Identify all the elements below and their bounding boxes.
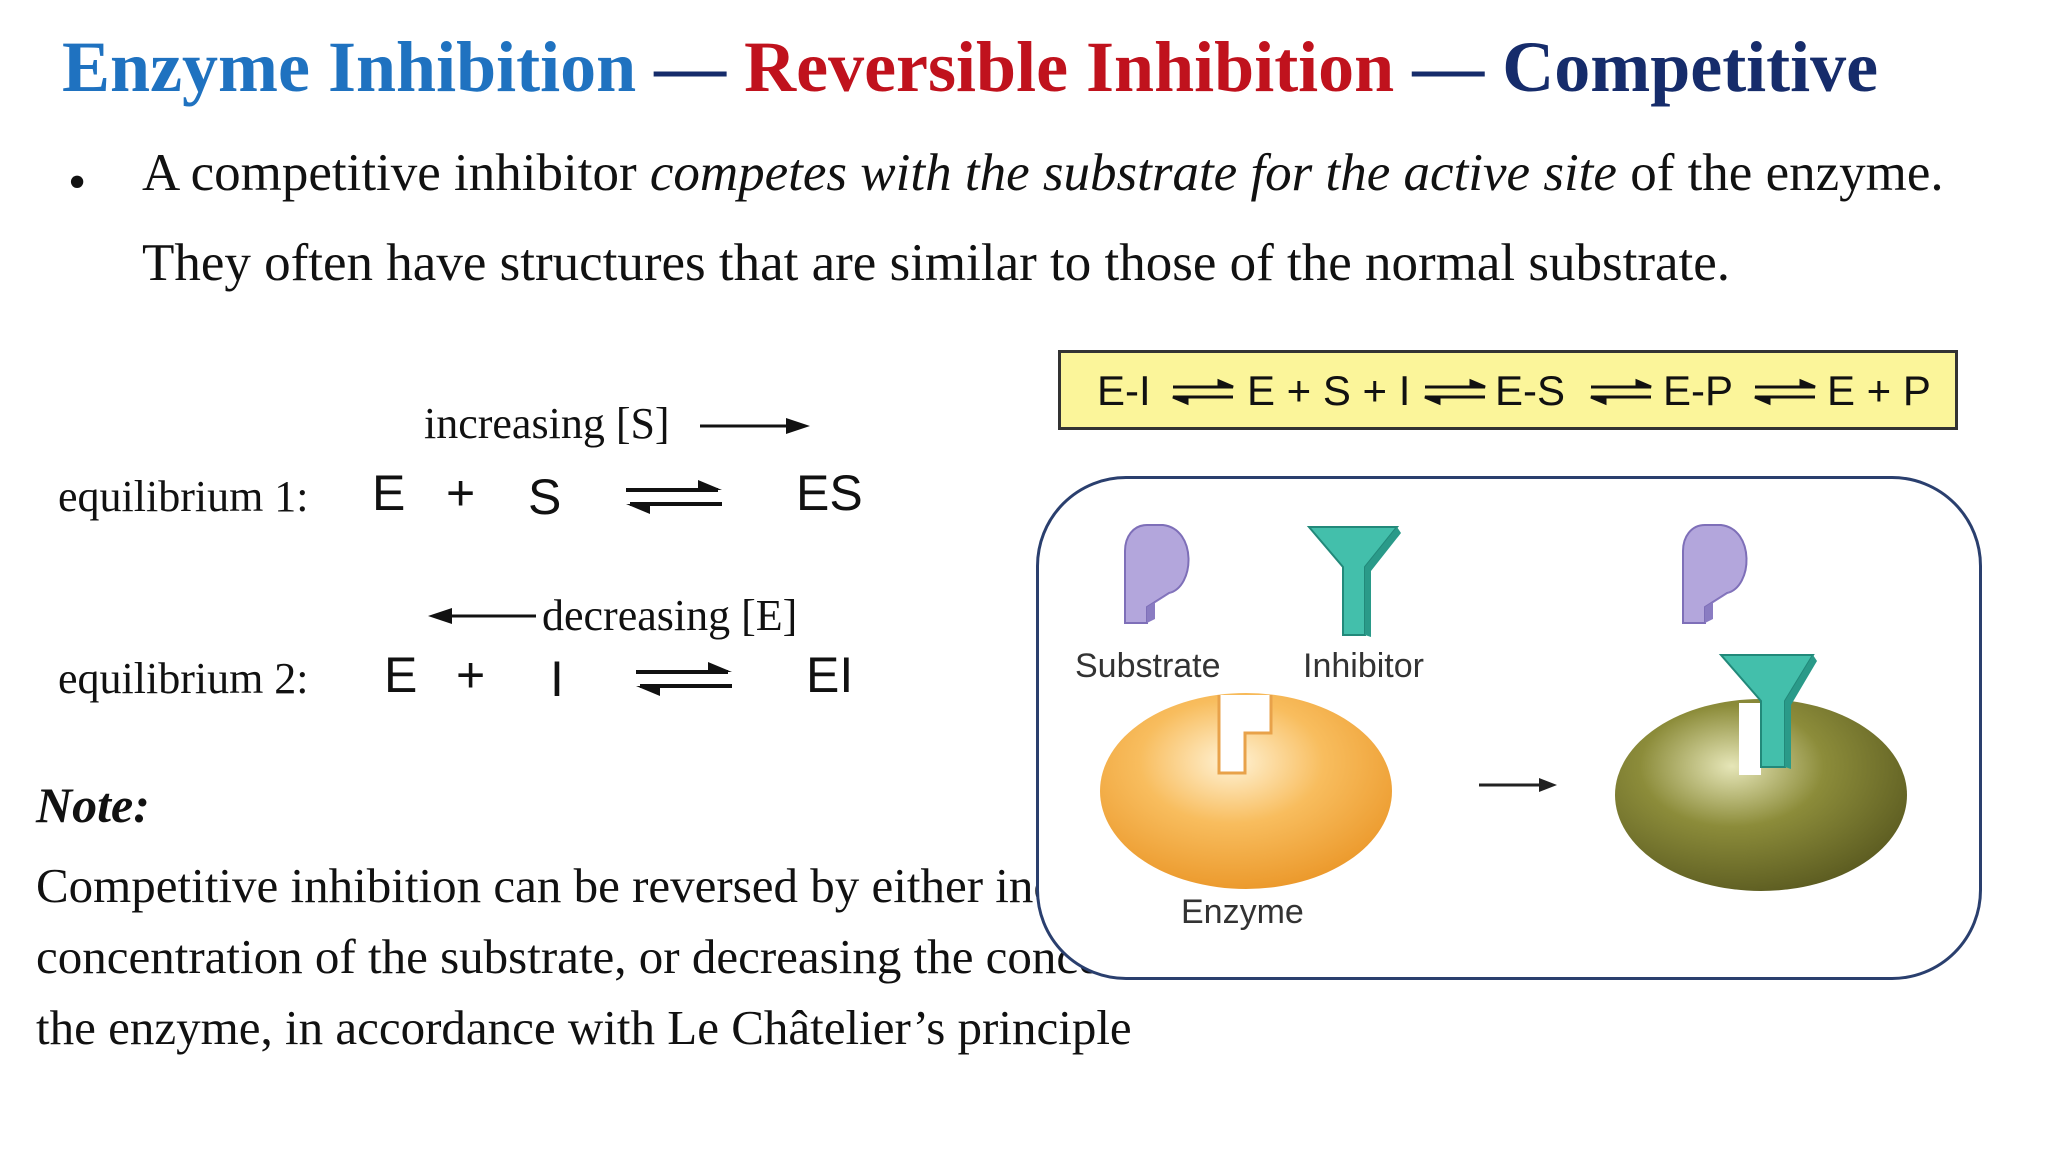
reaction-arrow-icon (1479, 778, 1557, 792)
bullet-text-start: A competitive inhibitor (142, 144, 650, 202)
scheme-term-e-p: E + P (1827, 367, 1931, 414)
title-part-enzyme-inhibition: Enzyme Inhibition (62, 27, 637, 107)
reaction-scheme: E-I E + S + I E-S E-P E + P (1097, 367, 1931, 414)
title-separator: — (636, 27, 745, 107)
diagram-illustration (1100, 524, 1907, 891)
scheme-term-es: E-S (1495, 367, 1565, 414)
right-arrow-icon (700, 418, 810, 434)
eq2-complex: EI (806, 647, 854, 703)
bullet-text-end: of the enzyme. They often have structure… (142, 144, 1944, 292)
left-arrow-icon (428, 608, 536, 624)
eq2-shift-label: decreasing [E] (542, 591, 798, 640)
enzyme-inhibitor-complex-shape (1615, 654, 1907, 891)
eq1-label: equilibrium 1: (58, 472, 309, 521)
substrate-label: Substrate (1075, 647, 1221, 685)
inhibitor-shape (1306, 526, 1401, 637)
bullet-marker: • (68, 154, 87, 211)
equilibrium-arrows-icon (626, 480, 722, 514)
title-separator: — (1394, 27, 1503, 107)
equilibrium-arrows-icon (1424, 378, 1486, 406)
eq1-enzyme: E (372, 465, 406, 521)
equilibrium-arrows-icon (1172, 378, 1234, 406)
eq2-plus: + (456, 647, 486, 703)
eq2-inhibitor: I (550, 651, 564, 707)
equilibrium-arrows-icon (1590, 378, 1652, 406)
inhibitor-label: Inhibitor (1303, 647, 1424, 685)
title-part-reversible-inhibition: Reversible Inhibition (744, 27, 1395, 107)
substrate-shape (1124, 524, 1190, 624)
eq1-substrate: S (528, 469, 562, 525)
slide-title: Enzyme Inhibition — Reversible Inhibitio… (62, 22, 1878, 112)
equilibrium-arrows-icon (1754, 378, 1816, 406)
eq1-shift-label: increasing [S] (424, 399, 670, 448)
title-part-competitive: Competitive (1502, 27, 1879, 107)
substrate-shape (1682, 524, 1748, 624)
note-heading: Note: (36, 777, 150, 833)
bullet-paragraph: A competitive inhibitor competes with th… (142, 128, 1992, 308)
reaction-scheme-box: E-I E + S + I E-S E-P E + P (1058, 350, 1958, 430)
equilibrium-arrows-icon (636, 662, 732, 696)
bullet-text-emphasis: competes with the substrate for the acti… (649, 144, 1617, 202)
eq2-label: equilibrium 2: (58, 654, 309, 703)
enzyme-label: Enzyme (1181, 893, 1304, 931)
scheme-term-ep: E-P (1663, 367, 1733, 414)
eq1-complex: ES (796, 465, 863, 521)
eq2-enzyme: E (384, 647, 418, 703)
scheme-term-e-s-i: E + S + I (1247, 367, 1410, 414)
scheme-term-ei: E-I (1097, 367, 1151, 414)
competitive-inhibition-diagram: Substrate Inhibitor Enzyme (1036, 476, 1982, 980)
enzyme-free-shape (1100, 693, 1392, 889)
eq1-plus: + (446, 465, 476, 521)
